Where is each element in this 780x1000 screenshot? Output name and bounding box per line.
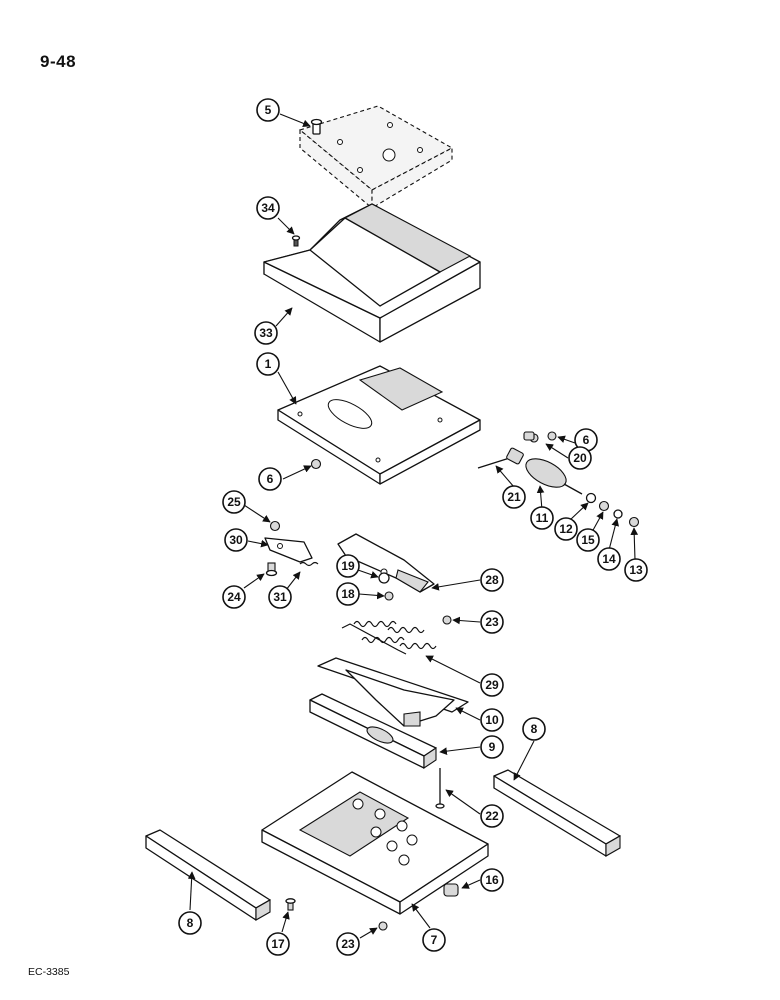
springs-part-29 xyxy=(341,620,437,655)
figure-code: EC-3385 xyxy=(28,966,70,978)
callout-8-right: 8 xyxy=(522,717,546,741)
svg-text:31: 31 xyxy=(273,590,287,604)
svg-text:6: 6 xyxy=(583,433,590,447)
nut-part-13 xyxy=(628,516,640,528)
callout-9: 9 xyxy=(480,735,504,759)
svg-text:23: 23 xyxy=(341,937,355,951)
callout-33: 33 xyxy=(254,321,278,345)
callout-21: 21 xyxy=(502,485,526,509)
callout-8-left: 8 xyxy=(178,911,202,935)
washer-part-15 xyxy=(598,500,610,512)
nut-part-23-lower xyxy=(378,921,388,931)
stud-part-24 xyxy=(265,562,278,577)
svg-text:21: 21 xyxy=(507,490,521,504)
callout-10: 10 xyxy=(480,708,504,732)
bracket-part-30 xyxy=(264,520,313,563)
callout-24: 24 xyxy=(222,585,246,609)
callout-23-lower: 23 xyxy=(336,932,360,956)
callout-15: 15 xyxy=(576,528,600,552)
svg-text:30: 30 xyxy=(229,533,243,547)
callout-13: 13 xyxy=(624,558,648,582)
callout-14: 14 xyxy=(597,547,621,571)
callout-6-right: 6 xyxy=(574,428,598,452)
callout-19: 19 xyxy=(336,554,360,578)
base-part-7 xyxy=(261,771,489,915)
seat-cover-part-33 xyxy=(263,203,481,343)
nut-part-6-upper xyxy=(547,431,557,441)
svg-text:8: 8 xyxy=(187,916,194,930)
nut-part-23-upper xyxy=(442,615,452,625)
callout-12: 12 xyxy=(554,517,578,541)
svg-text:28: 28 xyxy=(485,573,499,587)
svg-text:8: 8 xyxy=(531,722,538,736)
callout-30: 30 xyxy=(224,528,248,552)
callout-18: 18 xyxy=(336,582,360,606)
svg-text:16: 16 xyxy=(485,873,499,887)
svg-text:14: 14 xyxy=(602,552,616,566)
svg-text:9: 9 xyxy=(489,740,496,754)
screw-part-34 xyxy=(291,235,301,247)
rail-part-8-right xyxy=(493,769,621,857)
cap-part-16 xyxy=(443,883,459,897)
svg-text:5: 5 xyxy=(265,103,272,117)
svg-text:6: 6 xyxy=(267,472,274,486)
rail-part-8-left xyxy=(145,829,271,921)
svg-text:22: 22 xyxy=(485,809,499,823)
callout-5: 5 xyxy=(256,98,280,122)
shock-absorber-part-11 xyxy=(477,431,583,495)
svg-text:17: 17 xyxy=(271,937,285,951)
svg-text:20: 20 xyxy=(573,451,587,465)
nut-part-6 xyxy=(310,458,322,470)
svg-text:10: 10 xyxy=(485,713,499,727)
callout-22: 22 xyxy=(480,804,504,828)
screw-part-5 xyxy=(310,118,323,135)
svg-text:1: 1 xyxy=(265,357,272,371)
leader-lines xyxy=(187,113,639,939)
callout-34: 34 xyxy=(256,196,280,220)
page-number: 9-48 xyxy=(40,52,77,71)
screw-part-17 xyxy=(285,898,296,911)
callout-29: 29 xyxy=(480,673,504,697)
bolt-part-22 xyxy=(435,768,445,809)
svg-text:29: 29 xyxy=(485,678,499,692)
svg-text:19: 19 xyxy=(341,559,355,573)
svg-text:23: 23 xyxy=(485,615,499,629)
callout-28: 28 xyxy=(480,568,504,592)
callout-17: 17 xyxy=(266,932,290,956)
svg-text:33: 33 xyxy=(259,326,273,340)
svg-text:13: 13 xyxy=(629,563,643,577)
callout-16: 16 xyxy=(480,868,504,892)
nut-part-18 xyxy=(384,591,394,601)
spring-part-31 xyxy=(299,561,319,567)
svg-text:34: 34 xyxy=(261,201,275,215)
callout-6-left: 6 xyxy=(258,467,282,491)
callout-7: 7 xyxy=(422,928,446,952)
washer-part-14 xyxy=(613,509,623,519)
svg-text:18: 18 xyxy=(341,587,355,601)
rail-part-9 xyxy=(309,693,437,770)
callout-11: 11 xyxy=(530,506,554,530)
svg-text:15: 15 xyxy=(581,533,595,547)
svg-text:24: 24 xyxy=(227,590,241,604)
seat-plate-part-1 xyxy=(277,365,481,485)
lever-part-28 xyxy=(337,533,435,593)
callout-25: 25 xyxy=(222,490,246,514)
washer-part-19 xyxy=(378,572,390,584)
seat-plate-dashed xyxy=(298,105,454,210)
callout-23-upper: 23 xyxy=(480,610,504,634)
svg-text:12: 12 xyxy=(559,522,573,536)
callout-20: 20 xyxy=(568,446,592,470)
washer-part-12 xyxy=(585,492,597,504)
svg-text:25: 25 xyxy=(227,495,241,509)
callout-1: 1 xyxy=(256,352,280,376)
callout-31: 31 xyxy=(268,585,292,609)
svg-text:11: 11 xyxy=(536,511,549,525)
svg-text:7: 7 xyxy=(431,933,438,947)
slide-part-10 xyxy=(317,657,469,727)
